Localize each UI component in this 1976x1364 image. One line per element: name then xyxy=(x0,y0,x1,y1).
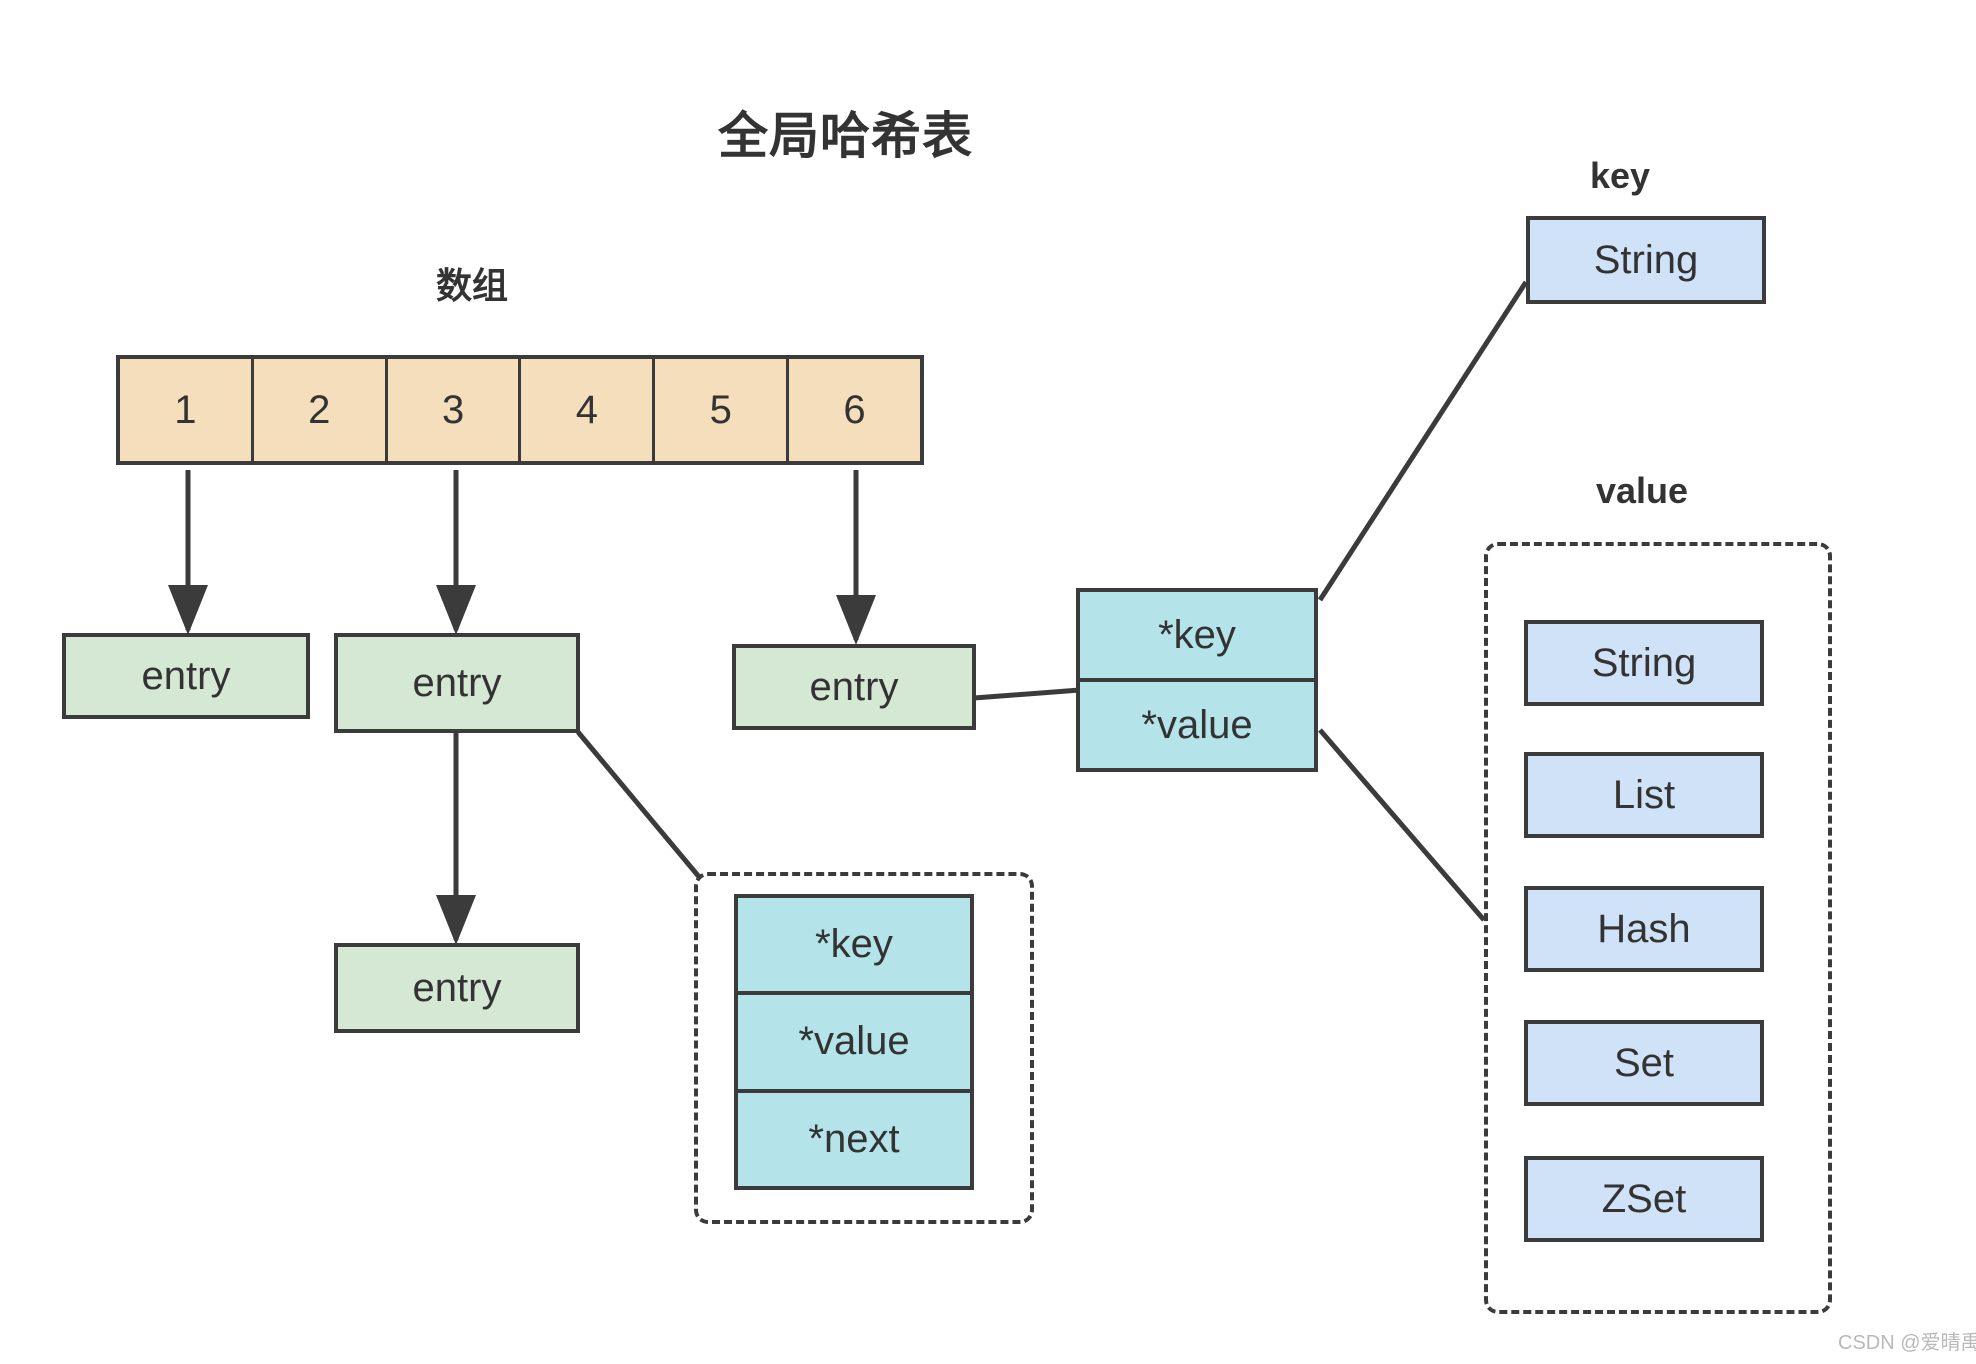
value-section-label: value xyxy=(1595,470,1689,511)
value-type-list[interactable]: List xyxy=(1524,752,1764,838)
entry-box-1[interactable]: entry xyxy=(62,633,310,719)
array-cell-4[interactable]: 4 xyxy=(521,359,656,461)
array-label: 数组 xyxy=(435,265,508,306)
node-struct: *key *value *next xyxy=(734,894,974,1190)
node-struct-field-key[interactable]: *key xyxy=(738,898,970,996)
entry-box-4[interactable]: entry xyxy=(334,943,580,1033)
entry-box-2[interactable]: entry xyxy=(334,633,580,733)
key-type-string[interactable]: String xyxy=(1526,216,1766,304)
entry-box-3[interactable]: entry xyxy=(732,644,976,730)
key-section-label: key xyxy=(1589,155,1651,196)
entry-struct-field-value[interactable]: *value xyxy=(1141,702,1253,747)
value-types-group xyxy=(1484,542,1832,1314)
value-type-hash[interactable]: Hash xyxy=(1524,886,1764,972)
node-struct-field-value[interactable]: *value xyxy=(738,995,970,1093)
link-value-to-value-group xyxy=(1318,728,1486,922)
entry-struct: *key *value xyxy=(1076,588,1318,772)
array-cell-5[interactable]: 5 xyxy=(655,359,790,461)
array-cell-1[interactable]: 1 xyxy=(120,359,254,461)
page-title: 全局哈希表 xyxy=(718,108,973,164)
link-entry2-to-node-struct xyxy=(576,730,702,880)
array-cell-6[interactable]: 6 xyxy=(789,359,920,461)
node-struct-group xyxy=(694,872,1034,1224)
value-type-zset[interactable]: ZSet xyxy=(1524,1156,1764,1242)
array-cell-3[interactable]: 3 xyxy=(387,359,522,461)
value-type-string[interactable]: String xyxy=(1524,620,1764,706)
hash-array: 1 2 3 4 5 6 xyxy=(116,355,924,465)
value-type-set[interactable]: Set xyxy=(1524,1020,1764,1106)
entry-struct-field-key[interactable]: *key xyxy=(1080,592,1314,682)
link-entry3-to-entry-struct xyxy=(973,687,1081,701)
watermark: CSDN @爱晴禹 xyxy=(1838,1332,1976,1354)
array-cell-2[interactable]: 2 xyxy=(253,359,388,461)
node-struct-field-next[interactable]: *next xyxy=(808,1116,900,1161)
